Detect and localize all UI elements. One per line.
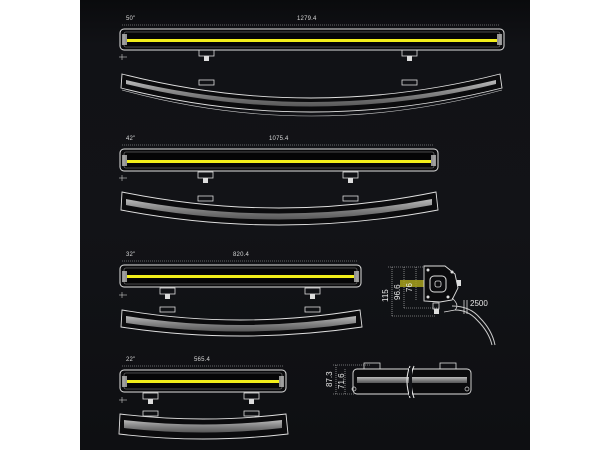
bar-22-size-label: 22" [126, 357, 136, 363]
side-height-inner-label: 76 [405, 283, 414, 292]
bar-32-curved-view [120, 306, 363, 337]
bar-42-front-view [119, 144, 439, 183]
side-height-total-label: 115 [381, 289, 390, 302]
section-view [333, 362, 472, 399]
side-profile-view [388, 265, 496, 346]
bar-50-front-view [119, 24, 505, 61]
bar-42-curved-view [120, 191, 439, 226]
bar-50-length-label: 1279.4 [297, 16, 317, 22]
bar-22-length-label: 565.4 [194, 357, 211, 363]
bar-22-front-view [119, 365, 287, 404]
section-height-inner-label: 71.6 [337, 373, 346, 389]
bar-32-length-label: 820.4 [233, 252, 250, 258]
bar-32-front-view [119, 260, 362, 299]
bar-42-size-label: 42" [126, 136, 136, 142]
cable-length-label: 2500 [470, 299, 488, 308]
bar-50-size-label: 50" [126, 16, 136, 22]
section-height-total-label: 87.3 [325, 371, 334, 387]
bar-50-curved-view [120, 73, 503, 117]
bar-42-length-label: 1075.4 [269, 136, 289, 142]
bar-22-curved-view [118, 410, 289, 440]
bar-32-size-label: 32" [126, 252, 136, 258]
side-height-mid-label: 96.6 [393, 284, 402, 300]
